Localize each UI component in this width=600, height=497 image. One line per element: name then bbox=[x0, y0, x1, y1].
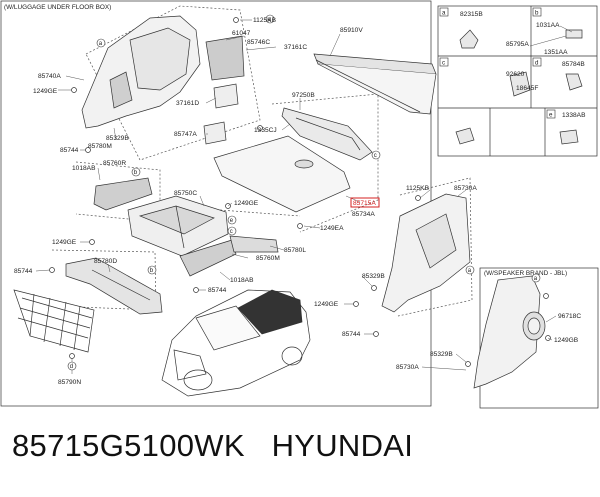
part-label: 1018AB bbox=[230, 277, 254, 284]
part-label: 85730A bbox=[396, 364, 419, 371]
part-label: 85744 bbox=[208, 287, 227, 294]
part-label: 1338AB bbox=[562, 112, 586, 119]
underfloor-box-header: (W/LUGGAGE UNDER FLOOR BOX) bbox=[4, 4, 111, 11]
part-label: 1018AB bbox=[72, 165, 96, 172]
inset-letter: d bbox=[535, 60, 539, 67]
callout-letter: a bbox=[99, 41, 103, 47]
cover-37161D bbox=[213, 83, 239, 109]
part-label: 97250B bbox=[292, 92, 315, 99]
callout-letter: c bbox=[374, 153, 377, 159]
part-label: 85784B bbox=[562, 61, 585, 68]
part-label: 92620 bbox=[506, 71, 525, 78]
tonneau-roller bbox=[313, 53, 437, 115]
part-number: 85715G5100WK bbox=[12, 428, 245, 463]
quarter-trim-right bbox=[381, 193, 471, 313]
callout-letter: e bbox=[230, 218, 234, 224]
part-label: 1335CJ bbox=[254, 127, 277, 134]
part-label: 1249GE bbox=[234, 200, 259, 207]
callout-letter: c bbox=[230, 229, 233, 235]
inset-letter: b bbox=[535, 10, 539, 17]
part-label: 85760R bbox=[103, 160, 126, 167]
callout-letter: a bbox=[534, 276, 538, 282]
guide-lines bbox=[51, 5, 473, 317]
inset-letter: a bbox=[442, 10, 446, 17]
tray-85760R bbox=[93, 177, 153, 211]
part-label: 85750C bbox=[174, 190, 197, 197]
part-label: 85740A bbox=[38, 73, 61, 80]
callout-letter: b bbox=[150, 268, 154, 274]
part-label: 85730A bbox=[454, 185, 477, 192]
part-label-highlighted: 85715A bbox=[353, 200, 376, 207]
part-label: 61047 bbox=[232, 30, 251, 37]
part-label: 85790N bbox=[58, 379, 81, 386]
trim-97250B bbox=[281, 107, 373, 161]
luggage-floor-board bbox=[213, 135, 351, 213]
cover-85747A bbox=[203, 121, 227, 145]
part-label: 1249EA bbox=[320, 225, 344, 232]
part-label: 1249GE bbox=[33, 88, 58, 95]
part-label: 1249GB bbox=[554, 337, 579, 344]
quarter-trim-speaker bbox=[473, 275, 546, 389]
part-label: 82315B bbox=[460, 11, 483, 18]
vehicle-outline bbox=[161, 289, 311, 397]
tray-85746C bbox=[205, 35, 245, 81]
part-label: 85744 bbox=[342, 331, 361, 338]
tray-85780L bbox=[229, 235, 279, 253]
caption: 85715G5100WK HYUNDAI bbox=[12, 428, 413, 464]
part-label: 85747A bbox=[174, 131, 197, 138]
part-label: 1249GE bbox=[52, 239, 77, 246]
callout-letter: a bbox=[268, 17, 272, 23]
part-label: 85795A bbox=[506, 41, 529, 48]
cargo-net bbox=[13, 289, 95, 353]
inset-letter: e bbox=[549, 112, 553, 119]
part-label: 85746C bbox=[247, 39, 270, 46]
part-label: 37161C bbox=[284, 44, 307, 51]
part-label: 85734A bbox=[352, 211, 375, 218]
speaker-box-frame bbox=[479, 267, 599, 409]
inset-grid bbox=[437, 5, 598, 157]
part-label: 85780M bbox=[88, 143, 112, 150]
callout-letter: a bbox=[468, 268, 472, 274]
part-label: 1249GE bbox=[314, 301, 339, 308]
underfloor-box bbox=[127, 195, 229, 257]
callout-letter: b bbox=[134, 170, 138, 176]
part-label: 1351AA bbox=[544, 49, 568, 56]
brand-name: HYUNDAI bbox=[271, 428, 414, 463]
callout-circles: a a b c e c b d a a bbox=[67, 14, 541, 371]
part-label: 85780L bbox=[284, 247, 306, 254]
leader-lines bbox=[35, 19, 573, 374]
part-label: 96718C bbox=[558, 313, 581, 320]
part-label: 85329B bbox=[106, 135, 129, 142]
part-label: 85780D bbox=[94, 258, 117, 265]
callout-letter: d bbox=[70, 364, 73, 370]
part-label: 85760M bbox=[256, 255, 280, 262]
highlight-box bbox=[350, 197, 380, 208]
part-label: 37161D bbox=[176, 100, 199, 107]
inset-letter: c bbox=[442, 60, 445, 67]
inset-letter-tags: a b c d e bbox=[439, 7, 556, 119]
part-label: 85329B bbox=[430, 351, 453, 358]
part-label: 85910V bbox=[340, 27, 363, 34]
part-label: 1031AA bbox=[536, 22, 560, 29]
speaker-box-header: (W/SPEAKER BRAND - JBL) bbox=[484, 270, 567, 277]
quarter-trim-left bbox=[81, 15, 201, 129]
part-label: 85744 bbox=[14, 268, 33, 275]
part-label: 85329B bbox=[362, 273, 385, 280]
inset-parts bbox=[455, 29, 583, 145]
tray-85760M bbox=[179, 239, 237, 277]
part-label: 85744 bbox=[60, 147, 79, 154]
rail-85780D bbox=[65, 257, 163, 315]
part-label: 18645F bbox=[516, 85, 538, 92]
part-labels: 85740A 1249GE 85329B 85780M 85744 1018AB… bbox=[14, 11, 586, 386]
part-label: 1125KB bbox=[253, 17, 277, 24]
part-label: 1125KB bbox=[406, 185, 430, 192]
